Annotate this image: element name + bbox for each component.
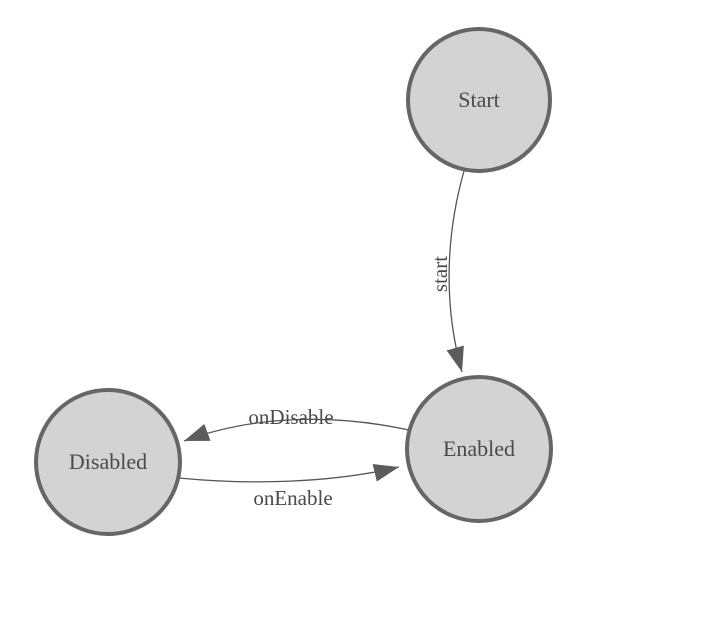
edge-enabled-to-disabled [183, 418, 410, 442]
edge-disabled-to-enabled [178, 464, 400, 483]
node-start-label: Start [458, 87, 500, 112]
edge-start-to-enabled [446, 170, 465, 373]
node-enabled-label: Enabled [443, 436, 515, 461]
node-enabled-circle [405, 375, 553, 523]
node-disabled-label: Disabled [69, 449, 147, 474]
edge-label-onenable: onEnable [253, 486, 332, 510]
edge-label-ondisable: onDisable [248, 405, 333, 429]
edge-label-start: start [428, 256, 452, 292]
node-start-circle [406, 27, 552, 173]
node-disabled-circle [34, 388, 182, 536]
